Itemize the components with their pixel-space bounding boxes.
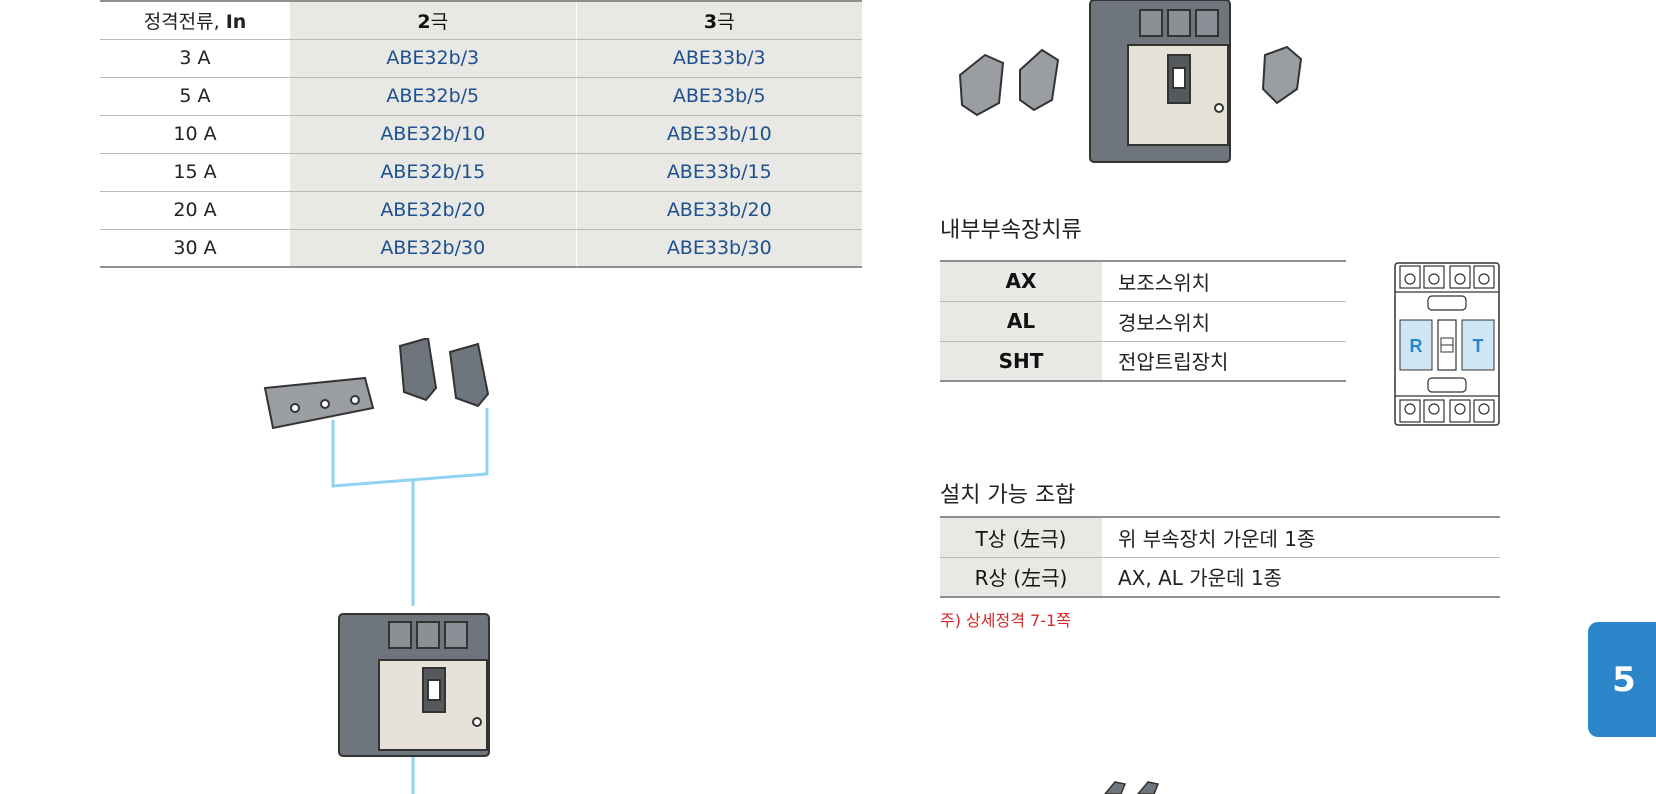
insulation-barrier-icon <box>398 338 490 408</box>
rated-current-cell: 10 A <box>100 115 290 154</box>
model-code-cell: ABE32b/20 <box>290 191 576 230</box>
combinations-table: T상 (左극) 위 부속장치 가운데 1종 R상 (左극) AX, AL 가운데… <box>940 516 1500 598</box>
model-code-cell: ABE33b/5 <box>575 77 862 116</box>
accessory-part-icon <box>958 45 1303 117</box>
combinations-title: 설치 가능 조합 <box>940 483 1076 508</box>
model-code-cell: ABE33b/20 <box>575 191 862 230</box>
rated-current-cell: 5 A <box>100 77 290 116</box>
model-code-cell: ABE33b/3 <box>575 39 862 78</box>
rated-current-cell: 3 A <box>100 39 290 78</box>
rating-table-header: 정격전류, In 2극 3극 <box>100 1 862 40</box>
model-code-cell: ABE32b/30 <box>290 229 576 268</box>
table-row: 20 A ABE32b/20 ABE33b/20 <box>100 191 862 230</box>
header-3-pole: 3극 <box>575 1 862 40</box>
circuit-breaker-icon <box>338 613 490 757</box>
header-rated-current: 정격전류, In <box>100 1 290 40</box>
table-row: SHT 전압트립장치 <box>940 341 1346 382</box>
terminal-cover-icon <box>263 376 375 430</box>
terminal-cover-assembly-illustration <box>263 338 490 794</box>
model-code-cell: ABE32b/5 <box>290 77 576 116</box>
footnote: 주) 상세정격 7-1쪽 <box>940 611 1071 630</box>
table-row: 30 A ABE32b/30 ABE33b/30 <box>100 229 862 268</box>
table-row: R상 (左극) AX, AL 가운데 1종 <box>940 557 1500 598</box>
table-row: 5 A ABE32b/5 ABE33b/5 <box>100 77 862 116</box>
table-row: AX 보조스위치 <box>940 260 1346 302</box>
table-row: 10 A ABE32b/10 ABE33b/10 <box>100 115 862 154</box>
breaker-accessories-illustration <box>958 0 1303 163</box>
model-code-cell: ABE33b/30 <box>575 229 862 268</box>
rated-current-cell: 15 A <box>100 153 290 192</box>
accessory-code: AX <box>940 260 1102 302</box>
internal-accessories-title: 내부부속장치류 <box>940 218 1082 243</box>
circuit-breaker-icon <box>1089 0 1231 163</box>
phase-cell: T상 (左극) <box>940 516 1102 558</box>
accessory-name: 경보스위치 <box>1102 301 1346 342</box>
phase-cell: R상 (左극) <box>940 557 1102 598</box>
model-code-cell: ABE33b/10 <box>575 115 862 154</box>
model-code-cell: ABE32b/10 <box>290 115 576 154</box>
header-2-pole: 2극 <box>290 1 576 40</box>
accessory-code: SHT <box>940 341 1102 382</box>
combination-desc: AX, AL 가운데 1종 <box>1102 557 1500 598</box>
model-code-cell: ABE33b/15 <box>575 153 862 192</box>
rating-table: 정격전류, In 2극 3극 3 A ABE32b/3 ABE33b/3 5 A… <box>100 0 862 268</box>
pole-label-t: T <box>1473 336 1484 356</box>
partial-accessory-illustration <box>1104 781 1160 794</box>
accessory-code: AL <box>940 301 1102 342</box>
table-row: 3 A ABE32b/3 ABE33b/3 <box>100 39 862 78</box>
combination-desc: 위 부속장치 가운데 1종 <box>1102 516 1500 558</box>
accessory-name: 전압트립장치 <box>1102 341 1346 382</box>
pole-diagram: R T <box>1394 262 1500 426</box>
accessory-name: 보조스위치 <box>1102 260 1346 302</box>
table-row: T상 (左극) 위 부속장치 가운데 1종 <box>940 516 1500 558</box>
connector-lines <box>331 408 489 794</box>
rated-current-cell: 20 A <box>100 191 290 230</box>
internal-accessories-table: AX 보조스위치 AL 경보스위치 SHT 전압트립장치 <box>940 260 1346 382</box>
pole-label-r: R <box>1410 336 1423 356</box>
page-section-tab: 5 <box>1588 622 1656 737</box>
table-row: AL 경보스위치 <box>940 301 1346 342</box>
model-code-cell: ABE32b/15 <box>290 153 576 192</box>
rated-current-cell: 30 A <box>100 229 290 268</box>
table-row: 15 A ABE32b/15 ABE33b/15 <box>100 153 862 192</box>
model-code-cell: ABE32b/3 <box>290 39 576 78</box>
